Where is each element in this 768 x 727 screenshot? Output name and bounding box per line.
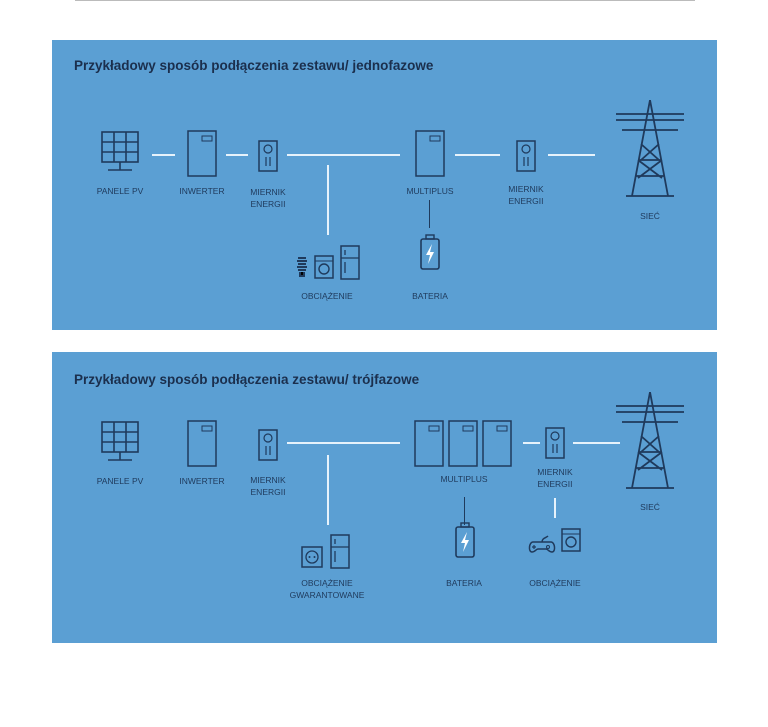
connection-line [573, 442, 620, 444]
label-pv: PANELE PV [96, 186, 144, 196]
bulb-icon [295, 256, 309, 277]
connection-line [455, 154, 500, 156]
connection-line [464, 497, 465, 525]
energy-meter-icon [545, 427, 565, 459]
power-tower-icon [612, 100, 688, 197]
label-line: ENERGII [508, 196, 544, 206]
label-line: GWARANTOWANE [289, 590, 365, 600]
label-pv: PANELE PV [96, 476, 144, 486]
diagram-three-phase: Przykładowy sposób podłączenia zestawu/ … [52, 352, 717, 643]
label-multiplus: MULTIPLUS [406, 186, 454, 196]
connection-line [554, 498, 556, 518]
multiplus-icon [414, 420, 444, 467]
label-meter-2: MIERNIK ENERGII [476, 183, 576, 207]
connection-line [548, 154, 595, 156]
label-inverter: INWERTER [179, 186, 225, 196]
label-meter-1: MIERNIK ENERGII [218, 186, 318, 210]
connection-line [327, 165, 329, 235]
energy-meter-icon [516, 140, 536, 172]
inverter-icon [187, 130, 217, 177]
label-line: MIERNIK [537, 467, 573, 477]
energy-meter-icon [258, 140, 278, 172]
connection-line [226, 154, 248, 156]
multiplus-icon [415, 130, 445, 177]
washing-machine-icon [561, 528, 581, 552]
label-meter-1: MIERNIK ENERGII [218, 474, 318, 498]
socket-icon [301, 546, 323, 568]
battery-icon [455, 522, 475, 558]
connection-line [152, 154, 175, 156]
label-battery: BATERIA [446, 578, 482, 588]
multiplus-icon [482, 420, 512, 467]
label-line: OBCIĄŻENIE [301, 578, 353, 588]
label-line: ENERGII [250, 487, 286, 497]
diagram-single-phase: Przykładowy sposób podłączenia zestawu/ … [52, 40, 717, 330]
label-line: MIERNIK [250, 475, 286, 485]
connection-line [287, 154, 400, 156]
energy-meter-icon [258, 429, 278, 461]
gamepad-icon [528, 534, 556, 554]
connection-line [287, 442, 400, 444]
label-meter-2: MIERNIK ENERGII [505, 466, 605, 490]
connection-line [429, 200, 430, 228]
label-load: OBCIĄŻENIE [529, 578, 581, 588]
label-multiplus: MULTIPLUS [440, 474, 488, 484]
label-battery: BATERIA [412, 291, 448, 301]
label-load: OBCIĄŻENIE [301, 291, 353, 301]
label-guaranteed-load: OBCIĄŻENIE GWARANTOWANE [277, 577, 377, 601]
label-inverter: INWERTER [179, 476, 225, 486]
connection-line [327, 455, 329, 525]
label-grid: SIEĆ [640, 211, 660, 221]
washing-machine-icon [314, 255, 334, 279]
diagram-title: Przykładowy sposób podłączenia zestawu/ … [74, 372, 420, 387]
inverter-icon [187, 420, 217, 467]
fridge-icon [340, 245, 360, 280]
connection-line [523, 442, 540, 444]
label-line: MIERNIK [250, 187, 286, 197]
solar-panel-icon [100, 130, 140, 172]
diagram-title: Przykładowy sposób podłączenia zestawu/ … [74, 58, 434, 73]
fridge-icon [330, 534, 350, 569]
label-grid: SIEĆ [640, 502, 660, 512]
power-tower-icon [612, 392, 688, 489]
label-line: ENERGII [537, 479, 573, 489]
solar-panel-icon [100, 420, 140, 462]
label-line: ENERGII [250, 199, 286, 209]
battery-icon [420, 234, 440, 270]
divider [75, 0, 695, 1]
multiplus-icon [448, 420, 478, 467]
label-line: MIERNIK [508, 184, 544, 194]
